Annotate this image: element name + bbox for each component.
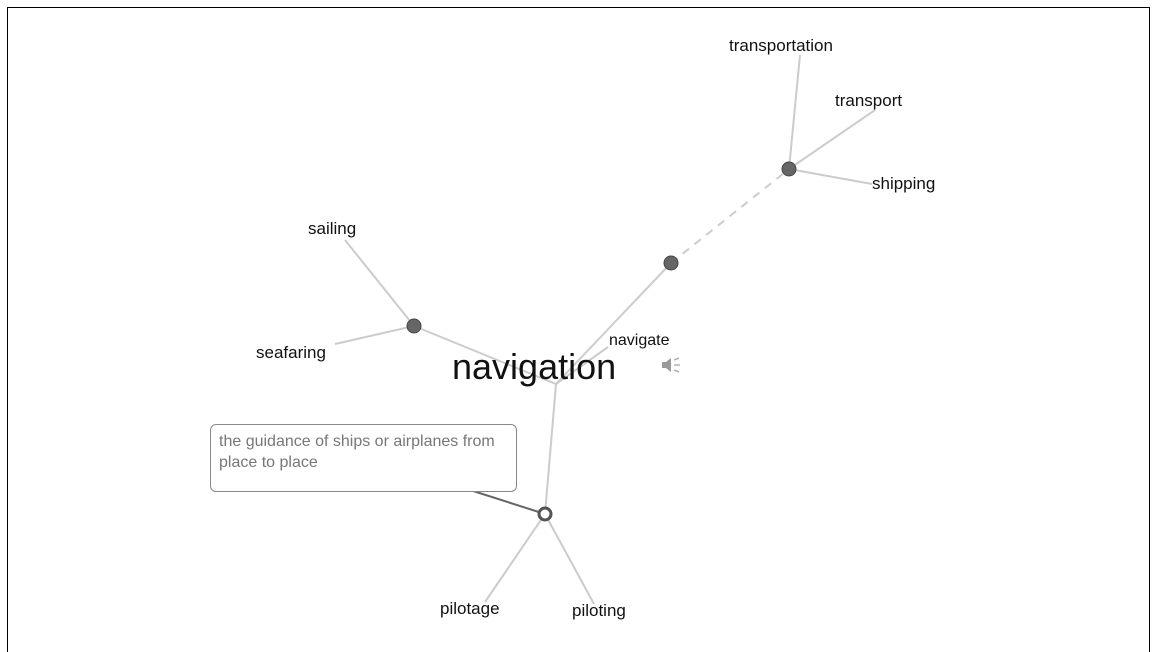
meaning-node-transport[interactable] [663, 255, 679, 271]
edge-sense-seafaring [334, 325, 415, 345]
edge-navigate [555, 346, 609, 385]
word-navigate[interactable]: navigate [609, 332, 670, 349]
word-shipping[interactable]: shipping [872, 174, 936, 193]
word-seafaring[interactable]: seafaring [256, 343, 326, 362]
edge-piloting [544, 513, 595, 605]
word-piloting[interactable]: piloting [572, 601, 626, 620]
visual-thesaurus-canvas[interactable] [7, 7, 1150, 652]
edge-pilotage [484, 513, 546, 603]
word-sailing[interactable]: sailing [308, 219, 357, 238]
edge-definition-pointer [469, 489, 546, 515]
edge-sense-sailing [344, 239, 415, 327]
speaker-icon[interactable] [660, 354, 686, 376]
edge-navigation-sailing-sense [413, 325, 557, 385]
edge-shipping [788, 168, 873, 185]
meaning-node-selected[interactable] [537, 506, 553, 522]
edge-navigation-transport-sense [555, 262, 672, 385]
edge-navigation-pilot-sense [544, 383, 557, 515]
meaning-node-seafaring[interactable] [406, 318, 422, 334]
word-transportation[interactable]: transportation [729, 36, 833, 55]
edge-transport [788, 109, 876, 170]
word-pilotage[interactable]: pilotage [440, 599, 500, 618]
word-transport[interactable]: transport [835, 91, 903, 110]
edge-dashed-hypernym [670, 168, 790, 264]
meaning-node-shipping[interactable] [781, 161, 797, 177]
definition-tooltip: the guidance of ships or airplanes from … [210, 424, 517, 492]
head-word: navigation [452, 346, 617, 387]
edge-transportation [788, 54, 801, 170]
